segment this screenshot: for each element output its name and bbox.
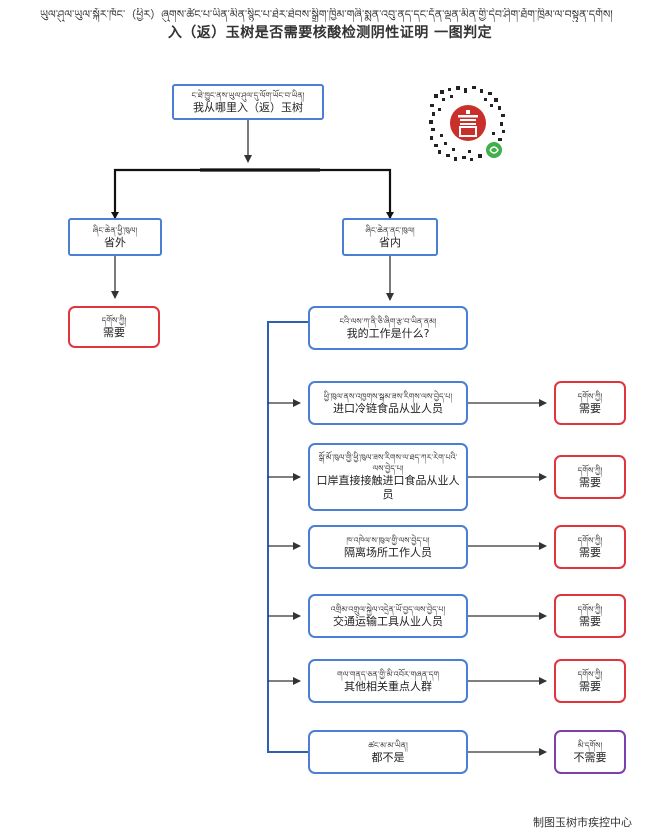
result-job-chinese: 需要	[579, 545, 601, 559]
node-job-chinese: 交通运输工具从业人员	[333, 614, 443, 628]
result-job-tibetan: དགོས་ཀྱི།	[577, 535, 603, 545]
result-job-chinese: 不需要	[573, 750, 607, 764]
result-job-tibetan: དགོས་ཀྱི།	[577, 465, 603, 475]
node-origin-chinese: 我从哪里入（返）玉树	[193, 100, 303, 114]
node-outside-chinese: 省外	[104, 235, 126, 249]
node-job: སྒོ་མོ་ཁུལ་གྱི་ཕྱི་ཁུལ་ཟས་རིགས་ལ་ཐད་ཀར་ར…	[308, 443, 468, 511]
result-job-tibetan: དགོས་ཀྱི།	[577, 669, 603, 679]
result-job: དགོས་ཀྱི། 需要	[554, 659, 626, 703]
node-job-question-tibetan: ངའི་ལས་ཀ་ནི་ཅི་ཞིག་རྩ་བ་ཡིན་ནམ།	[339, 316, 437, 326]
node-outside: ཞིང་ཆེན་ཕྱི་ཁུལ། 省外	[68, 218, 162, 256]
node-origin-tibetan: ང་ཐེ་ཁྱུང་ནས་ཡུལ་ཤུལ་དུ་ལོག་ཡོང་བ་ཡིན།	[191, 90, 305, 100]
result-job: དགོས་ཀྱི། 需要	[554, 594, 626, 638]
result-job-chinese: 需要	[579, 401, 601, 415]
node-outside-tibetan: ཞིང་ཆེན་ཕྱི་ཁུལ།	[92, 225, 138, 235]
result-job: དགོས་ཀྱི། 需要	[554, 455, 626, 499]
node-job-tibetan: གལ་གནད་ཅན་གྱི་མི་འབོར་གཞན་དག	[336, 669, 440, 679]
result-outside-chinese: 需要	[103, 325, 125, 339]
node-job-chinese: 口岸直接接触进口食品从业人员	[316, 474, 460, 501]
result-job-chinese: 需要	[579, 679, 601, 693]
result-job-chinese: 需要	[579, 475, 601, 489]
node-inside: ཞིང་ཆེན་ནང་ཁུལ། 省内	[342, 218, 438, 256]
node-job-chinese: 其他相关重点人群	[344, 679, 432, 693]
result-job-tibetan: དགོས་ཀྱི།	[577, 391, 603, 401]
title-chinese: 入（返）玉树是否需要核酸检测阴性证明 一图判定	[167, 25, 493, 41]
result-job: དགོས་ཀྱི། 需要	[554, 525, 626, 569]
result-job-not-needed: མི་དགོས། 不需要	[554, 730, 626, 774]
node-job-tibetan: ཕྱི་ཁུལ་ནས་འཁྱགས་སྒམ་ཟས་རིགས་ལས་བྱེད་པ།	[323, 391, 453, 401]
node-origin: ང་ཐེ་ཁྱུང་ནས་ཡུལ་ཤུལ་དུ་ལོག་ཡོང་བ་ཡིན། 我…	[172, 84, 324, 120]
node-job-tibetan: སྒོ་མོ་ཁུལ་གྱི་ཕྱི་ཁུལ་ཟས་རིགས་ལ་ཐད་ཀར་ར…	[318, 453, 458, 473]
result-job-chinese: 需要	[579, 614, 601, 628]
result-job-tibetan: དགོས་ཀྱི།	[577, 604, 603, 614]
node-job-tibetan: འགྲིམ་འགྲུལ་སྐྱེལ་འདྲེན་ཡོ་བྱད་ལས་བྱེད་པ…	[330, 604, 446, 614]
split-line	[113, 168, 392, 218]
result-outside: དགོས་ཀྱི། 需要	[68, 306, 160, 348]
node-job: གལ་གནད་ཅན་གྱི་མི་འབོར་གཞན་དག 其他相关重点人群	[308, 659, 468, 703]
node-job-chinese: 进口冷链食品从业人员	[333, 401, 443, 415]
node-job: ཁ་འཁེལ་ས་ཁུལ་གྱི་ལས་བྱེད་པ། 隔离场所工作人员	[308, 525, 468, 569]
node-job-chinese: 都不是	[371, 750, 405, 764]
title-tibetan: ཡུལ་ཤུལ་ཡུལ་སྐོར་ཁོང་（ཕྱིར）ཞུགས་ཚོང་པ་ཡི…	[40, 8, 613, 21]
node-job-chinese: 隔离场所工作人员	[344, 545, 432, 559]
result-job-tibetan: མི་དགོས།	[577, 740, 603, 750]
node-inside-chinese: 省内	[379, 235, 401, 249]
result-outside-tibetan: དགོས་ཀྱི།	[101, 315, 127, 325]
node-job-tibetan: ཚང་མ་མ་ཡིན།	[368, 740, 408, 750]
result-job: དགོས་ཀྱི། 需要	[554, 381, 626, 425]
node-job-question-chinese: 我的工作是什么?	[346, 326, 430, 340]
job-bus-line	[267, 321, 310, 753]
footer-credit: 制图玉树市疾控中心	[533, 816, 632, 829]
node-job-question: ངའི་ལས་ཀ་ནི་ཅི་ཞིག་རྩ་བ་ཡིན་ནམ། 我的工作是什么?	[308, 306, 468, 350]
node-inside-tibetan: ཞིང་ཆེན་ནང་ཁུལ།	[365, 225, 415, 235]
node-job-tibetan: ཁ་འཁེལ་ས་ཁུལ་གྱི་ལས་བྱེད་པ།	[346, 535, 430, 545]
qr-code-icon	[429, 86, 505, 161]
node-job: ཕྱི་ཁུལ་ནས་འཁྱགས་སྒམ་ཟས་རིགས་ལས་བྱེད་པ། …	[308, 381, 468, 425]
node-job: ཚང་མ་མ་ཡིན། 都不是	[308, 730, 468, 774]
node-job: འགྲིམ་འགྲུལ་སྐྱེལ་འདྲེན་ཡོ་བྱད་ལས་བྱེད་པ…	[308, 594, 468, 638]
